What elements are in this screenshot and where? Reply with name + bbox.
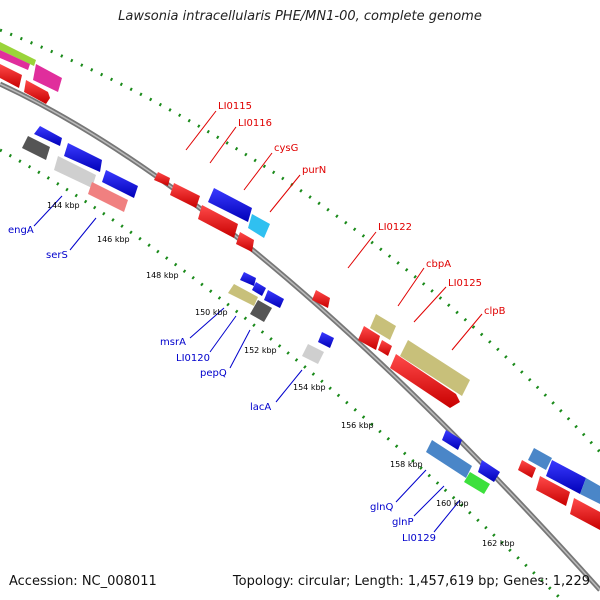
gene-cluster-right: [518, 448, 600, 530]
gene-label: glnQ: [370, 502, 393, 513]
scale-label: 144 kbp: [47, 201, 80, 210]
gene-label: engA: [8, 225, 34, 236]
gene-label: glnP: [392, 517, 414, 528]
scale-label: 162 kbp: [482, 539, 515, 548]
forward-label-leaders: [185, 110, 483, 351]
gene-cluster-3: [228, 272, 284, 322]
gene-label: LI0129: [402, 533, 436, 544]
gene-label: serS: [46, 250, 68, 261]
reverse-gene-labels: engA serS msrA LI0120 pepQ lacA glnQ gln…: [8, 225, 436, 544]
gene-cluster-4: [302, 290, 334, 364]
gene-label: lacA: [250, 402, 271, 413]
reverse-label-leaders: [33, 195, 461, 533]
gene-label: LI0122: [378, 222, 412, 233]
scale-label: 158 kbp: [390, 460, 423, 469]
gene-label: clpB: [484, 306, 506, 317]
map-title: Lawsonia intracellularis PHE/MN1-00, com…: [118, 9, 482, 24]
gene-cluster-top-left: [0, 42, 62, 104]
scale-label: 160 kbp: [436, 499, 469, 508]
forward-gene-labels: LI0115 LI0116 cysG purN LI0122 cbpA LI01…: [218, 101, 506, 317]
scale-label: 156 kbp: [341, 421, 374, 430]
gene-label: purN: [302, 165, 326, 176]
gene-label: LI0115: [218, 101, 252, 112]
scale-labels: 144 kbp 146 kbp 148 kbp 150 kbp 152 kbp …: [47, 201, 515, 548]
gene-label: LI0116: [238, 118, 272, 129]
scale-label: 148 kbp: [146, 271, 179, 280]
gene-label: LI0125: [448, 278, 482, 289]
topology-text: Topology: circular; Length: 1,457,619 bp…: [232, 574, 590, 589]
accession-text: Accession: NC_008011: [9, 574, 157, 589]
gene-cluster-2: [154, 172, 270, 252]
gene-label: cysG: [274, 143, 298, 154]
gene-label: msrA: [160, 337, 186, 348]
scale-label: 146 kbp: [97, 235, 130, 244]
gene-label: pepQ: [200, 368, 227, 379]
scale-label: 152 kbp: [244, 346, 277, 355]
gene-label: LI0120: [176, 353, 210, 364]
gene-cluster-5: [358, 314, 470, 408]
genome-backbone: [0, 81, 600, 592]
gene-label: cbpA: [426, 259, 451, 270]
scale-label: 154 kbp: [293, 383, 326, 392]
gene-cluster-1: [22, 126, 138, 212]
scale-label: 150 kbp: [195, 308, 228, 317]
gene-cluster-6: [426, 430, 500, 494]
dotted-guides: [0, 28, 600, 600]
